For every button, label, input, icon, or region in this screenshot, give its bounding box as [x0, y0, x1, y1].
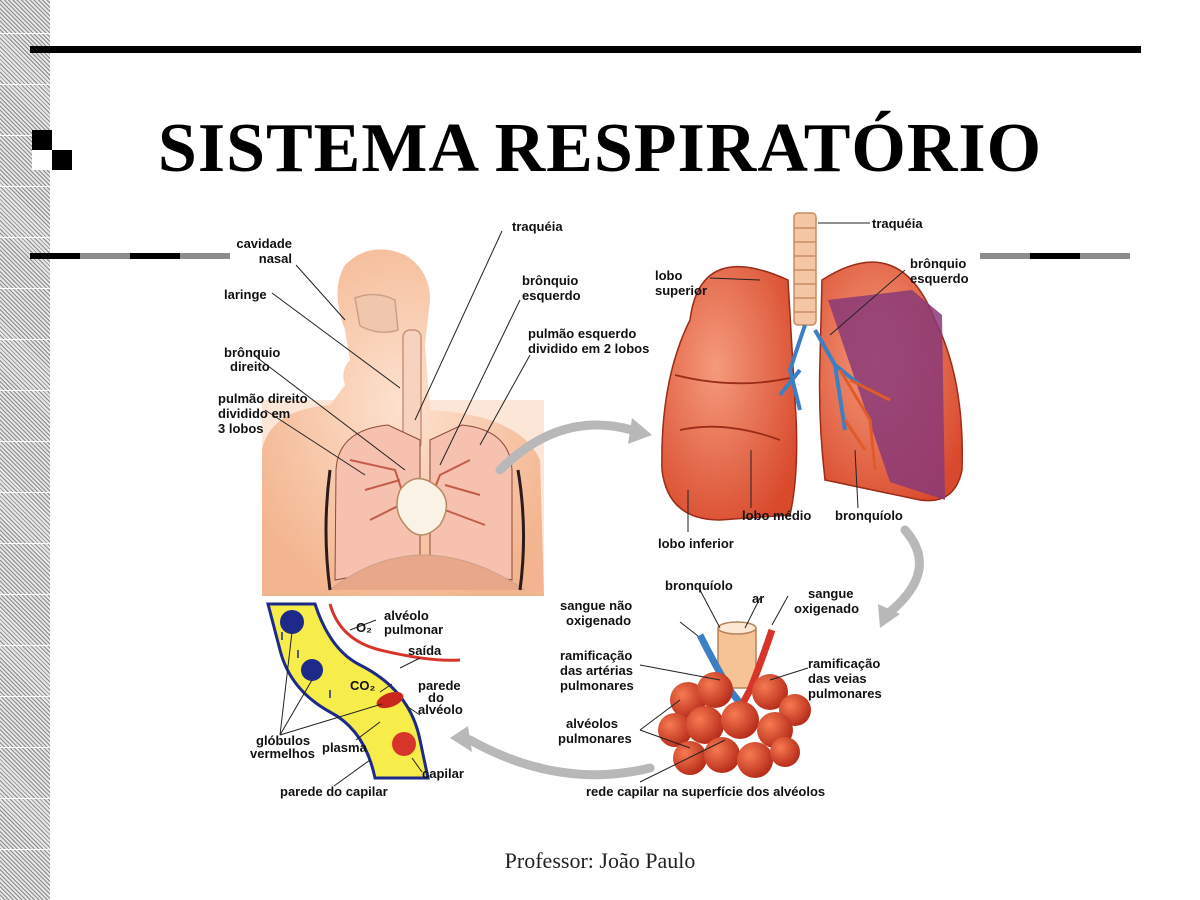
label-parede-alveolo-2: do — [428, 690, 444, 705]
label-bronquio-esquerdo-body-1: brônquio — [522, 273, 578, 288]
body-labels: cavidade nasal laringe brônquio direito … — [218, 219, 649, 436]
top-rule — [30, 46, 1141, 53]
label-cavidade-nasal-1: cavidade — [236, 236, 292, 251]
label-ramificacao-arterias-2: das artérias — [560, 663, 633, 678]
label-o2: O₂ — [356, 620, 372, 635]
alveoli-panel — [658, 621, 811, 778]
label-plasma: plasma — [322, 740, 368, 755]
label-ramificacao-veias-2: das veias — [808, 671, 867, 686]
alveoli-cluster — [658, 672, 811, 778]
label-capilar: capilar — [422, 766, 464, 781]
label-globulos-vermelhos-2: vermelhos — [250, 746, 315, 761]
label-ramificacao-arterias-1: ramificação — [560, 648, 632, 663]
label-rede-capilar: rede capilar na superfície dos alvéolos — [586, 784, 825, 799]
label-sangue-oxigenado-2: oxigenado — [794, 601, 859, 616]
label-bronquio-esquerdo-lungs-1: brônquio — [910, 256, 966, 271]
label-bronquio-esquerdo-lungs-2: esquerdo — [910, 271, 969, 286]
label-alveolo-pulmonar-1: alvéolo — [384, 608, 429, 623]
label-ar: ar — [752, 591, 764, 606]
label-bronquiolo-lungs: bronquíolo — [835, 508, 903, 523]
label-alveolo-pulmonar-2: pulmonar — [384, 622, 443, 637]
label-lobo-superior-2: superior — [655, 283, 707, 298]
label-bronquio-direito-1: brônquio — [224, 345, 280, 360]
label-lobo-inferior: lobo inferior — [658, 536, 734, 551]
label-pulmao-esquerdo-1: pulmão esquerdo — [528, 326, 636, 341]
lungs-labels: traquéia lobo superior brônquio esquerdo… — [655, 216, 969, 551]
body-panel — [262, 249, 544, 596]
label-co2: CO₂ — [350, 678, 376, 693]
arrowhead-3 — [450, 726, 472, 752]
label-pulmao-direito-2: dividido em — [218, 406, 290, 421]
slide-title: SISTEMA RESPIRATÓRIO — [157, 110, 1043, 187]
label-ramificacao-veias-3: pulmonares — [808, 686, 882, 701]
capillary-labels: alvéolo pulmonar O₂ saída CO₂ parede do … — [250, 608, 464, 799]
arrowhead-2 — [878, 604, 900, 628]
label-parede-capilar: parede do capilar — [280, 784, 388, 799]
label-pulmao-direito-3: 3 lobos — [218, 421, 264, 436]
label-alveolos-pulmonares-1: alvéolos — [566, 716, 618, 731]
slide-footer: Professor: João Paulo — [504, 848, 696, 873]
label-pulmao-esquerdo-2: dividido em 2 lobos — [528, 341, 649, 356]
label-bronquio-direito-2: direito — [230, 359, 270, 374]
arrow-lungs-to-alveoli — [885, 525, 924, 617]
arrow-body-to-lungs — [495, 420, 637, 475]
label-saida: saída — [408, 643, 442, 658]
lungs-panel — [661, 212, 964, 521]
arrowhead-1 — [628, 418, 652, 444]
label-sangue-oxigenado-1: sangue — [808, 586, 854, 601]
label-globulos-vermelhos-1: glóbulos — [256, 733, 310, 748]
label-bronquio-esquerdo-body-2: esquerdo — [522, 288, 581, 303]
capillary-panel — [266, 602, 461, 780]
label-parede-alveolo-1: parede — [418, 678, 461, 693]
label-sangue-nao-oxigenado-2: oxigenado — [566, 613, 631, 628]
label-traqueia-body: traquéia — [512, 219, 563, 234]
label-ramificacao-veias-1: ramificação — [808, 656, 880, 671]
label-traqueia-lungs: traquéia — [872, 216, 923, 231]
leader-lines — [254, 222, 906, 787]
label-lobo-medio: lobo médio — [742, 508, 811, 523]
label-pulmao-direito-1: pulmão direito — [218, 391, 308, 406]
title-bullet-icon — [32, 130, 72, 170]
label-cavidade-nasal-2: nasal — [259, 251, 292, 266]
alveoli-labels: bronquíolo sangue não oxigenado ar sangu… — [558, 578, 882, 799]
label-parede-alveolo-3: alvéolo — [418, 702, 463, 717]
label-sangue-nao-oxigenado-1: sangue não — [560, 598, 632, 613]
label-laringe: laringe — [224, 287, 267, 302]
label-bronquiolo-alveoli: bronquíolo — [665, 578, 733, 593]
flow-arrows — [465, 420, 924, 780]
dash-rule-right — [980, 246, 1130, 259]
arrow-alveoli-to-capillary — [465, 735, 655, 780]
dash-rule-left — [30, 246, 230, 259]
label-lobo-superior-1: lobo — [655, 268, 682, 283]
label-ramificacao-arterias-3: pulmonares — [560, 678, 634, 693]
label-alveolos-pulmonares-2: pulmonares — [558, 731, 632, 746]
